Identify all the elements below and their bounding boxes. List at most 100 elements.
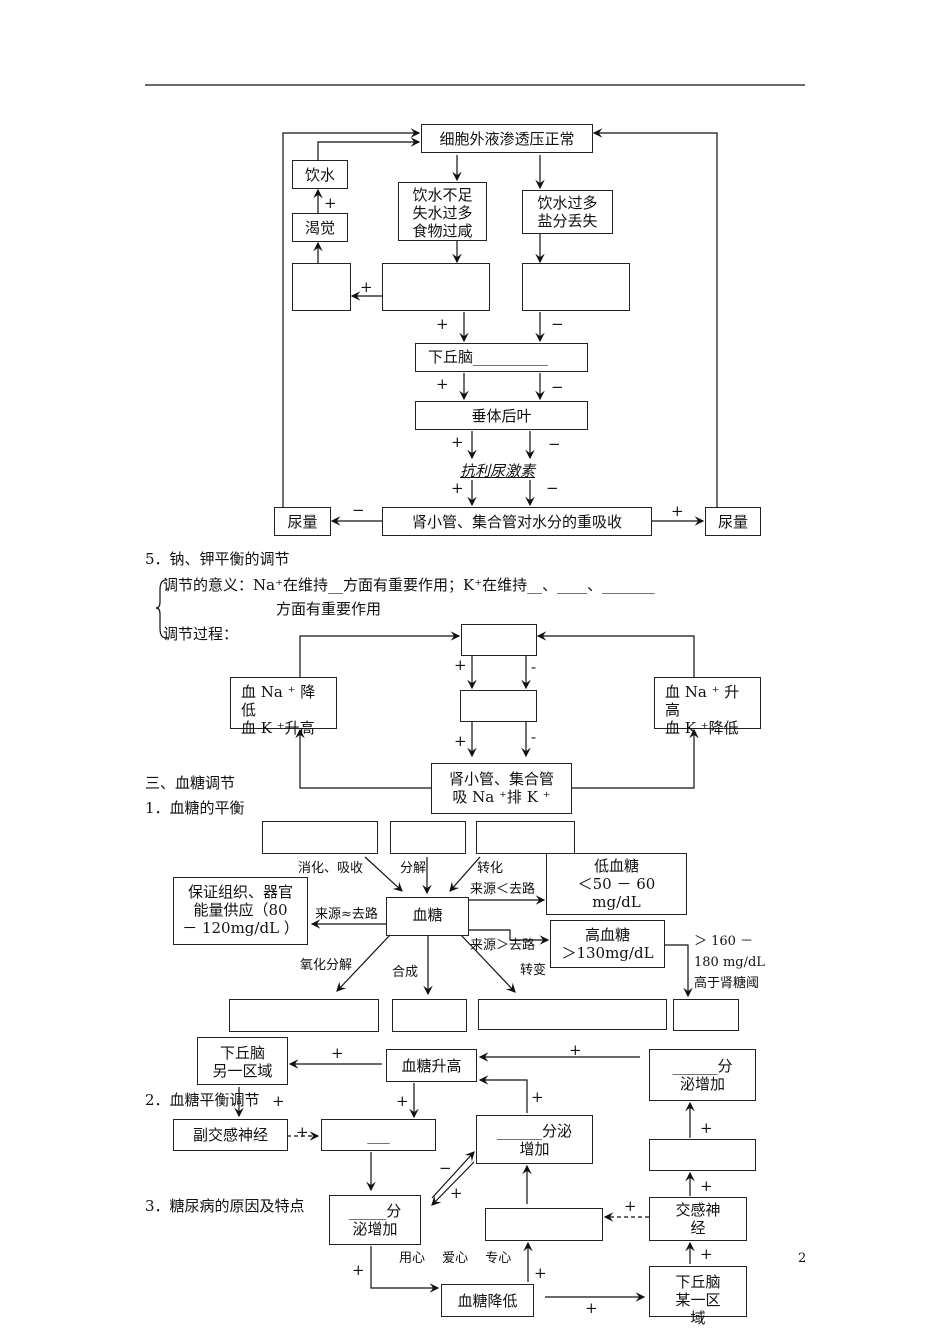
box-line: 肾小管、集合管 [448, 770, 554, 788]
box-line: 另一区域 [198, 1062, 287, 1080]
urine-right-box: 尿量 [705, 507, 761, 536]
blank-box [649, 1139, 756, 1171]
hypothalamus-box: 下丘脑__________ [415, 343, 588, 372]
blank-box [673, 999, 739, 1031]
plus-sign: + [700, 1245, 713, 1263]
arrow-label: 来源≈去路 [315, 907, 378, 922]
box-line: 泌增加 [352, 1220, 398, 1238]
box-line: 增加 [519, 1140, 550, 1158]
hypothalamus-other-box: 下丘脑另一区域 [197, 1037, 288, 1085]
plus-sign: + [569, 1041, 582, 1059]
box-line: 能量供应（80 [193, 901, 288, 919]
box-line: 经 [690, 1219, 706, 1237]
box-label: 尿量 [287, 513, 318, 531]
label-line: ＞ 160 － [694, 934, 754, 949]
secretion-box: _____分泌增加 [329, 1195, 421, 1245]
normal-glucose-box: 保证组织、器官能量供应（80－ 120mg/dL ） [173, 877, 308, 945]
regulation-meaning: 调节的意义：Na⁺在维持__方面有重要作用；K⁺在维持__、____、_____… [163, 576, 655, 594]
thirst-box: 渴觉 [292, 213, 348, 242]
box-line: 下丘脑 [675, 1273, 721, 1291]
box-line: 饮水过多 [537, 194, 598, 212]
box-label: 细胞外液渗透压正常 [439, 130, 575, 148]
blank-box [478, 999, 667, 1030]
box-line: 盐分丢失 [537, 212, 598, 230]
box-line: 高血糖 [584, 926, 630, 944]
section-5-title: 5．钠、钾平衡的调节 [145, 550, 290, 568]
box-line: mg/dL [592, 893, 641, 911]
minus-sign: - [531, 728, 537, 746]
box-line: 低血糖 [593, 857, 639, 875]
plus-sign: + [671, 502, 684, 520]
box-line: _____分 [348, 1202, 402, 1220]
box-line: － 120mg/dL ） [182, 919, 299, 937]
osmotic-normal-box: 细胞外液渗透压正常 [421, 124, 593, 153]
kidney-reabsorption-box: 肾小管、集合管对水分的重吸收 [382, 507, 652, 536]
minus-sign: - [531, 658, 537, 676]
blank-box [461, 624, 537, 656]
plus-sign: + [296, 1123, 309, 1141]
box-line: 交感神 [675, 1201, 721, 1219]
subsection-1-title: 1．血糖的平衡 [145, 799, 245, 817]
blank-label-box: ___ [321, 1119, 436, 1151]
box-line: 域 [690, 1309, 706, 1327]
subsection-3-title: 3．糖尿病的原因及特点 [145, 1197, 305, 1215]
plus-sign: + [436, 315, 449, 333]
plus-sign: + [700, 1119, 713, 1137]
footer-motto: 用心 爱心 专心 [399, 1251, 512, 1266]
blank-box [476, 821, 575, 854]
box-line: 高 [665, 701, 681, 719]
regulation-meaning-cont: 方面有重要作用 [276, 600, 382, 618]
box-label: 尿量 [717, 513, 748, 531]
sympathetic-box: 交感神经 [649, 1197, 747, 1241]
plus-sign: + [436, 375, 449, 393]
box-line-part: 另一区 [212, 1062, 258, 1080]
blank-box [392, 999, 467, 1032]
box-label: 饮水 [304, 166, 335, 184]
plus-sign: + [272, 1092, 285, 1110]
blank-box [292, 263, 351, 311]
box-line: ______分 [672, 1057, 733, 1075]
minus-sign: − [551, 315, 564, 333]
glucose-fall-box: 血糖降低 [441, 1284, 534, 1317]
parasympathetic-box: 副交感神经 [173, 1119, 288, 1151]
blank-box [522, 263, 630, 311]
kidney-na-k-box: 肾小管、集合管吸 Na ⁺排 K ⁺ [431, 763, 572, 814]
page-number: 2 [798, 1251, 807, 1266]
arrow-label: 转化 [477, 861, 504, 876]
plus-sign: + [585, 1299, 598, 1317]
cause-low-box: 饮水过多盐分丢失 [522, 190, 613, 234]
plus-sign: + [624, 1197, 637, 1215]
pituitary-box: 垂体后叶 [415, 401, 588, 430]
box-line: 血 K ⁺降低 [665, 719, 739, 737]
box-label: 血糖升高 [401, 1057, 462, 1075]
arrow-label: 氧化分解 [300, 958, 353, 973]
plus-sign: + [331, 1044, 344, 1062]
drink-box: 饮水 [292, 160, 348, 189]
low-na-box: 血 Na ⁺ 降低血 K ⁺升高 [230, 677, 337, 737]
box-label: 血糖 [412, 906, 443, 924]
glucose-rise-box: 血糖升高 [386, 1049, 477, 1082]
label-line: 高于肾糖阈 [694, 976, 760, 991]
plus-sign: + [454, 656, 467, 674]
hypothalamus-some-box: 下丘脑某一区域 [649, 1266, 747, 1327]
blood-glucose-box: 血糖 [386, 897, 469, 936]
cause-high-box: 饮水不足失水过多食物过咸 [398, 182, 487, 241]
adh-label: 抗利尿激素 [460, 462, 536, 480]
box-line: 血 Na ⁺ 降 [241, 683, 316, 701]
box-line: ＜50 － 60 [577, 875, 656, 893]
plus-sign: + [396, 1092, 409, 1110]
box-line: 失水过多 [412, 204, 473, 222]
box-line: 泌增加 [679, 1075, 725, 1093]
plus-sign: + [451, 433, 464, 451]
arrow-label: 分解 [400, 861, 427, 876]
minus-sign: − [352, 501, 365, 519]
box-line: ______分泌 [496, 1122, 572, 1140]
box-line: 低 [241, 701, 257, 719]
box-line: 吸 Na ⁺排 K ⁺ [452, 788, 551, 806]
minus-sign: − [551, 378, 564, 396]
plus-sign: + [451, 479, 464, 497]
urine-left-box: 尿量 [274, 507, 331, 536]
